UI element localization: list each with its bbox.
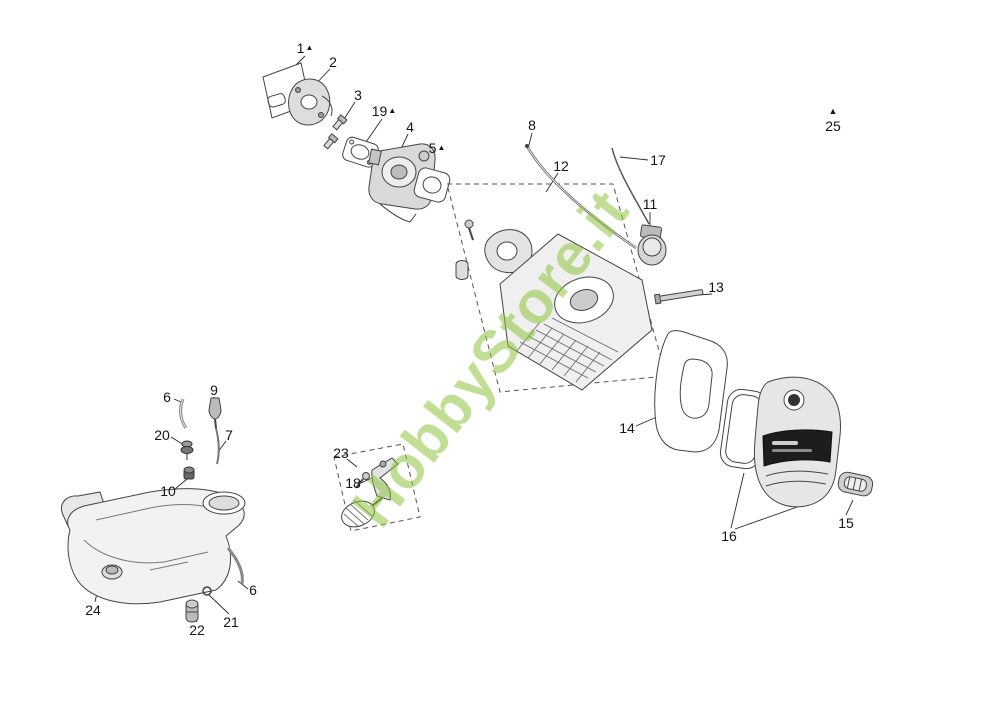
part-label-2: 2 (329, 55, 337, 69)
part-label-19: 19▲ (372, 104, 397, 118)
clip-drawing (202, 586, 212, 596)
part-number: 4 (406, 119, 414, 135)
part-number: 11 (642, 196, 658, 212)
filter-support-drawing (654, 330, 728, 453)
part-number: 13 (708, 279, 724, 295)
air-filter-cover-drawing (753, 376, 841, 508)
throttle-cable-drawing (525, 144, 637, 250)
triangle-marker-icon: ▲ (437, 143, 446, 152)
part-label-13: 13 (708, 280, 724, 294)
airbox-gasket-drawing (413, 167, 451, 203)
part-number: 5 (428, 140, 437, 156)
part-number: 8 (528, 117, 536, 133)
part-number: 10 (160, 483, 176, 499)
part-number: 21 (223, 614, 239, 630)
fuel-tank-drawing (61, 488, 246, 605)
part-label-21: 21 (223, 615, 239, 629)
part-label-18: 18 (345, 476, 361, 490)
intake-manifold-drawing (288, 78, 333, 126)
part-label-10: 10 (160, 484, 176, 498)
choke-rod-drawing (611, 147, 650, 225)
part-label-4: 4 (406, 120, 414, 134)
part-label-23: 23 (333, 446, 349, 460)
part-number: 2 (329, 54, 337, 70)
part-label-17: 17 (650, 153, 666, 167)
vent-valve-drawing (208, 397, 222, 429)
tank-vent-tube-drawing (226, 547, 244, 585)
part-number: 1 (296, 40, 305, 56)
part-number: 3 (354, 87, 362, 103)
bolts-drawing (323, 114, 348, 150)
part-number: 9 (210, 382, 218, 398)
part-label-11: 11 (643, 197, 658, 211)
part-label-6-lower: 6 (249, 583, 257, 597)
triangle-marker-icon: ▲ (828, 106, 838, 116)
assembly-18-boundary (333, 443, 421, 532)
part-label-12: 12 (553, 159, 569, 173)
part-number: 18 (345, 475, 361, 491)
part-number: 22 (189, 622, 205, 638)
part-label-14: 14 (619, 421, 635, 435)
part-label-22: 22 (189, 623, 205, 637)
grommet-10-drawing (183, 466, 195, 480)
grommet-20-drawing (180, 440, 194, 460)
part-number: 16 (721, 528, 737, 544)
part-label-6-upper: 6 (163, 390, 171, 404)
air-filter-base-drawing (455, 219, 653, 391)
part-label-20: 20 (154, 428, 170, 442)
cover-latch-drawing (837, 471, 874, 497)
part-number: 14 (619, 420, 635, 436)
part-label-1: 1▲ (297, 41, 314, 55)
part-label-8: 8 (528, 118, 536, 132)
triangle-marker-icon: ▲ (388, 106, 397, 115)
part-number: 17 (650, 152, 666, 168)
primer-bulb-drawing (637, 224, 667, 266)
vent-tube-drawing (215, 427, 220, 465)
cover-bolt-drawing (653, 289, 704, 305)
part-label-15: 15 (838, 516, 854, 530)
choke-lever-drawing (341, 457, 399, 528)
part-number: 6 (249, 582, 257, 598)
part-number: 24 (85, 602, 101, 618)
part-label-16: 16 (721, 529, 737, 543)
part-number: 19 (371, 103, 388, 119)
triangle-marker-icon: ▲ (305, 43, 314, 52)
part-number: 12 (553, 158, 569, 174)
part-label-5: 5▲ (429, 141, 446, 155)
part-label-24: 24 (85, 603, 101, 617)
part-label-9: 9 (210, 383, 218, 397)
part-label-3: 3 (354, 88, 362, 102)
part-number: 7 (225, 427, 233, 443)
part-label-7: 7 (225, 428, 233, 442)
part-number: 20 (154, 427, 170, 443)
part-number: 23 (333, 445, 349, 461)
part-label-25: ▲ 25 (825, 106, 841, 134)
part-number: 25 (825, 118, 841, 134)
fuel-filter-drawing (185, 599, 199, 623)
fuel-line-drawing (179, 398, 188, 429)
part-number: 15 (838, 515, 854, 531)
part-number: 6 (163, 389, 171, 405)
